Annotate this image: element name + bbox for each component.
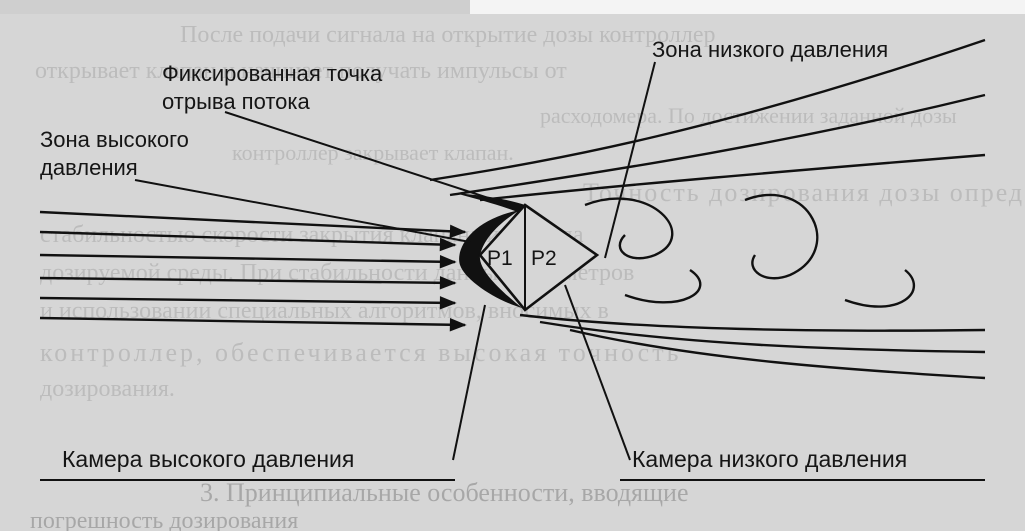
label-high-pressure-chamber: Камера высокого давления	[62, 446, 355, 472]
leader-high-zone	[134, 179, 471, 243]
streamline	[479, 153, 986, 202]
vortex-lower	[624, 269, 702, 304]
vortex-right	[844, 269, 916, 308]
streamline	[519, 313, 986, 332]
label-low-pressure-chamber: Камера низкого давления	[632, 446, 908, 472]
leader-high-chamber	[452, 304, 486, 461]
vortex-upper	[584, 197, 674, 260]
label-high-pressure-zone: Зона высокого давления	[40, 127, 189, 180]
flow-body	[478, 203, 600, 312]
streamline	[429, 38, 986, 182]
crescent-shape	[459, 210, 522, 308]
upper-streamlines	[429, 38, 986, 202]
flow-arrow	[39, 316, 467, 332]
flow-arrow	[39, 276, 457, 290]
leader-fixed-point	[224, 111, 511, 206]
leader-lines	[134, 61, 656, 461]
lower-streamlines	[519, 313, 986, 380]
label-p2: P2	[531, 247, 557, 270]
leader-low-chamber	[564, 284, 631, 461]
vortex-mid	[744, 193, 819, 280]
label-p1: P1	[487, 247, 513, 270]
streamline	[569, 328, 986, 380]
flow-arrow	[39, 253, 457, 269]
label-low-pressure-zone: Зона низкого давления	[652, 37, 889, 62]
label-fixed-point: Фиксированная точка отрыва потока	[162, 61, 383, 114]
vortices	[584, 193, 916, 308]
streamline	[449, 93, 986, 197]
streamline	[539, 320, 986, 354]
top-margin-strip	[0, 0, 470, 14]
separation-crescent	[455, 193, 525, 308]
flow-arrow	[39, 296, 457, 310]
top-paper-edge	[470, 0, 1025, 14]
leader-low-zone	[604, 61, 656, 259]
flow-arrow	[39, 230, 457, 252]
upper-separation-wedge	[455, 193, 525, 213]
